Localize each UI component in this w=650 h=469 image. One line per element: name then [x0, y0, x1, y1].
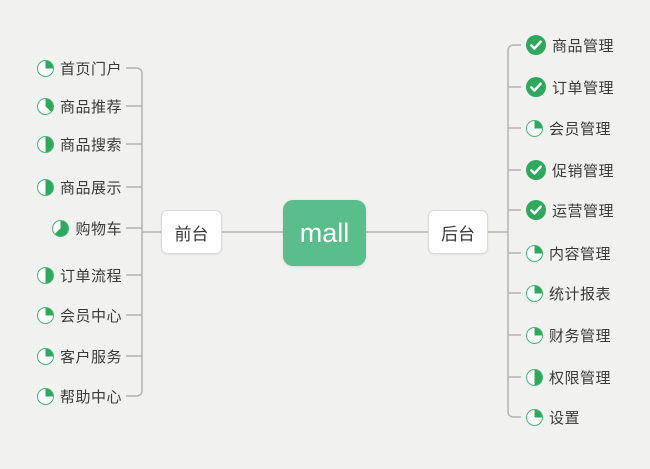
- topic-item-left-2[interactable]: 商品搜索: [36, 133, 122, 155]
- topic-label: 财务管理: [549, 327, 612, 345]
- pie-progress-icon[interactable]: [526, 284, 543, 302]
- topic-item-right-2[interactable]: 会员管理: [526, 117, 611, 139]
- topic-label: 购物车: [75, 220, 122, 238]
- check-circle-icon[interactable]: [526, 160, 546, 180]
- pie-progress-icon[interactable]: [36, 59, 54, 77]
- topic-label: 商品管理: [552, 37, 615, 55]
- topic-label: 统计报表: [549, 285, 612, 303]
- topic-item-left-1[interactable]: 商品推荐: [36, 95, 122, 117]
- topic-label: 运营管理: [552, 202, 615, 220]
- pie-progress-icon[interactable]: [36, 347, 54, 365]
- topic-label: 会员中心: [59, 307, 122, 325]
- topic-item-left-7[interactable]: 客户服务: [36, 345, 122, 367]
- topic-item-right-6[interactable]: 统计报表: [526, 282, 611, 304]
- topic-item-right-4[interactable]: 运营管理: [526, 199, 614, 221]
- check-circle-icon[interactable]: [526, 200, 546, 220]
- topic-label: 帮助中心: [59, 388, 122, 406]
- topic-label: 内容管理: [549, 245, 612, 263]
- topic-item-right-5[interactable]: 内容管理: [526, 242, 611, 264]
- branch-node-backend[interactable]: 后台: [428, 210, 488, 254]
- topic-item-right-0[interactable]: 商品管理: [526, 34, 614, 56]
- topic-label: 商品展示: [59, 179, 122, 197]
- root-node-mall[interactable]: mall: [283, 200, 366, 266]
- topic-item-right-9[interactable]: 设置: [526, 406, 580, 428]
- pie-progress-icon[interactable]: [52, 219, 70, 237]
- pie-progress-icon[interactable]: [526, 326, 543, 344]
- pie-progress-icon[interactable]: [36, 387, 54, 405]
- topic-item-right-8[interactable]: 权限管理: [526, 366, 611, 388]
- pie-progress-icon[interactable]: [526, 368, 543, 386]
- topic-item-left-8[interactable]: 帮助中心: [36, 385, 122, 407]
- topic-label: 权限管理: [549, 369, 612, 387]
- pie-progress-icon[interactable]: [526, 119, 543, 137]
- topic-label: 设置: [549, 409, 581, 427]
- pie-progress-icon[interactable]: [36, 178, 54, 196]
- topic-item-left-3[interactable]: 商品展示: [36, 176, 122, 198]
- topic-item-left-4[interactable]: 购物车: [52, 217, 122, 239]
- pie-progress-icon[interactable]: [36, 266, 54, 284]
- pie-progress-icon[interactable]: [526, 408, 543, 426]
- topic-label: 订单流程: [59, 267, 122, 285]
- pie-progress-icon[interactable]: [36, 306, 54, 324]
- topic-label: 客户服务: [59, 348, 122, 366]
- topic-label: 商品搜索: [59, 136, 122, 154]
- pie-progress-icon[interactable]: [36, 97, 54, 115]
- topic-label: 促销管理: [552, 162, 615, 180]
- topic-item-left-5[interactable]: 订单流程: [36, 264, 122, 286]
- topic-item-right-7[interactable]: 财务管理: [526, 324, 611, 346]
- check-circle-icon[interactable]: [526, 77, 546, 97]
- check-circle-icon[interactable]: [526, 35, 546, 55]
- topic-label: 会员管理: [549, 120, 612, 138]
- topic-item-right-1[interactable]: 订单管理: [526, 76, 614, 98]
- pie-progress-icon[interactable]: [526, 244, 543, 262]
- topic-label: 首页门户: [59, 60, 122, 78]
- pie-progress-icon[interactable]: [36, 135, 54, 153]
- topic-item-left-6[interactable]: 会员中心: [36, 304, 122, 326]
- topic-item-right-3[interactable]: 促销管理: [526, 159, 614, 181]
- topic-item-left-0[interactable]: 首页门户: [36, 57, 122, 79]
- topic-label: 商品推荐: [59, 98, 122, 116]
- branch-node-frontend[interactable]: 前台: [161, 210, 222, 254]
- topic-label: 订单管理: [552, 79, 615, 97]
